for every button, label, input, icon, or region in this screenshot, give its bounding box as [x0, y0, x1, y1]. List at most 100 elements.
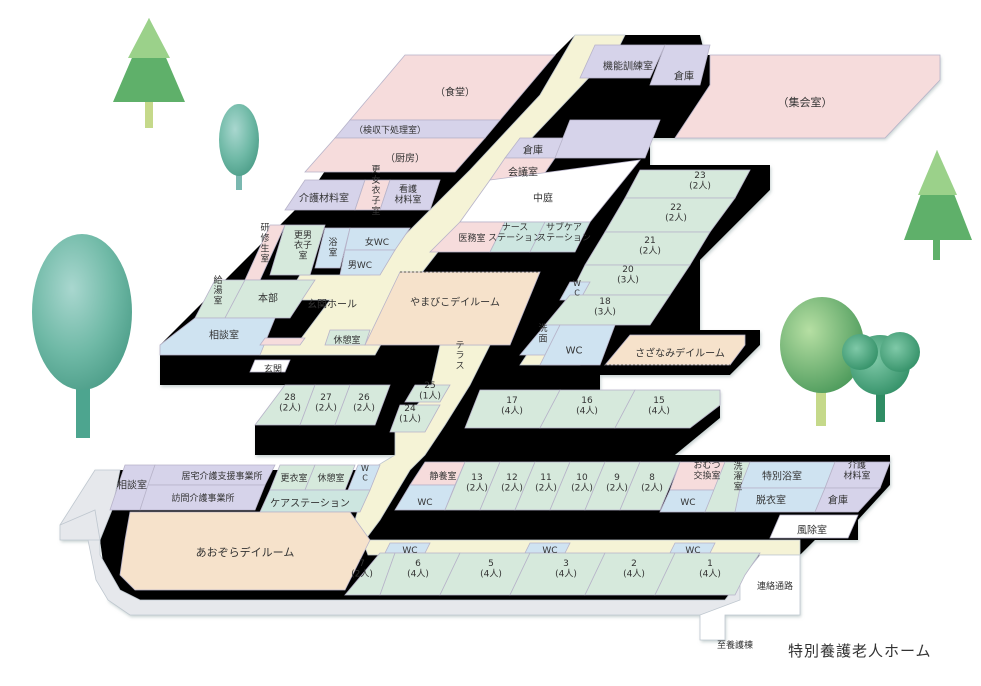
- label-joshi-koui: 更女衣子室: [371, 165, 380, 217]
- label-aozora: あおぞらデイルーム: [196, 545, 295, 559]
- label-sub-care: サブケアステーション: [537, 221, 591, 243]
- label-shokudo: （食堂）: [435, 86, 475, 99]
- label-nurse-station: ナースステーション: [488, 222, 542, 243]
- room-1: [654, 552, 761, 596]
- room-labels: （食堂）機能訓練室倉庫（集会室）（検収下処理室）（厨房）倉庫会議室中庭介護材料室…: [117, 60, 871, 652]
- label-r10: 10(2人): [571, 473, 593, 493]
- room-storage-top: [649, 44, 711, 86]
- room-bath: [314, 227, 351, 269]
- tree-oval-small: [219, 104, 259, 190]
- tree-oval-large: [32, 234, 132, 438]
- label-r20: 20(3人): [617, 265, 639, 285]
- label-r1: 1(4人): [699, 559, 721, 579]
- label-honbu: 本部: [258, 292, 278, 305]
- label-shukai: （集会室）: [778, 95, 833, 109]
- room-sazanami: [604, 334, 746, 366]
- label-kensyu-shori: （検収下処理室）: [354, 124, 426, 136]
- label-r16: 16(4人): [576, 396, 598, 416]
- label-souko-mid: 倉庫: [523, 144, 543, 157]
- corridor-south-white: [59, 509, 101, 541]
- label-r27: 27(2人): [315, 393, 337, 413]
- tree-cluster-right: [842, 332, 920, 422]
- corridor-central: [354, 344, 801, 556]
- label-care-station: ケアステーション: [270, 498, 350, 510]
- label-r24: 24(1人): [399, 404, 421, 424]
- label-seiyoushitsu: 静養室: [429, 470, 456, 482]
- label-r11: 11(2人): [535, 473, 557, 493]
- label-kyotaku: 居宅介護支援事業所: [181, 470, 262, 482]
- room-18: [544, 294, 671, 326]
- label-shiyougo: 至養護棟: [717, 639, 753, 651]
- map-title: 特別養護老人ホーム: [788, 642, 932, 660]
- label-datsuishitsu: 脱衣室: [756, 494, 786, 507]
- label-r28: 28(2人): [279, 393, 301, 413]
- label-kyukeishitsu-bot: 休憩室: [317, 472, 344, 484]
- label-genkan-hall: 玄関ホール: [307, 298, 357, 311]
- label-wc-b3: WC: [685, 546, 700, 556]
- label-r23: 23(2人): [689, 171, 711, 191]
- label-r21: 21(2人): [639, 236, 661, 256]
- label-kaigishitsu: 会議室: [508, 166, 538, 179]
- label-r25: 25(1人): [419, 381, 441, 401]
- label-wc-b1: WC: [402, 546, 417, 556]
- label-wc-bot1: WC: [417, 498, 432, 508]
- label-nakaniwa: 中庭: [533, 192, 553, 205]
- label-r15: 15(4人): [648, 396, 670, 416]
- label-yamabiko: やまびこデイルーム: [410, 296, 500, 309]
- room-25: [404, 384, 451, 403]
- room-15: [614, 389, 721, 429]
- label-kyukeishitsu-top: 休憩室: [333, 334, 360, 346]
- label-r22: 22(2人): [665, 203, 687, 223]
- room-assembly: [674, 54, 941, 139]
- label-renraku: 連絡通路: [757, 580, 793, 592]
- label-wc-mid: WC: [566, 346, 583, 357]
- label-r8: 8(2人): [641, 473, 663, 493]
- room-entrance: [249, 359, 291, 373]
- room-entrance-small: [259, 337, 306, 346]
- label-souko-bot: 倉庫: [828, 494, 848, 507]
- room-nursing-supply: [379, 179, 441, 211]
- label-senmen: 洗面: [538, 322, 547, 344]
- room-26: [334, 384, 391, 426]
- label-iryoushitsu: 医務室: [458, 232, 485, 244]
- room-windbreak: [769, 514, 859, 539]
- label-josei-wc: 女WC: [365, 236, 389, 248]
- label-r7: 7(2人): [351, 559, 373, 579]
- room-men-wc: [339, 249, 396, 276]
- room-aozora: [119, 511, 371, 591]
- label-r13: 13(2人): [466, 473, 488, 493]
- label-terrace: テラス: [455, 340, 464, 372]
- room-23: [624, 169, 751, 199]
- label-soudanshitsu-top: 相談室: [209, 329, 239, 342]
- label-yokushitsu: 浴室: [328, 237, 337, 258]
- label-r2: 2(4人): [623, 559, 645, 579]
- label-kaigo-zairyo-bot: 介護材料室: [843, 459, 870, 481]
- room-headquarters: [224, 279, 316, 319]
- connector-path: [699, 554, 801, 641]
- label-r3: 3(4人): [555, 559, 577, 579]
- label-sentakushitsu: 洗濯室: [733, 460, 742, 493]
- label-chubo: （厨房）: [385, 152, 425, 165]
- label-danshi-koui: 更男衣子室: [294, 230, 312, 262]
- label-kango-zairyo: 看護材料室: [394, 183, 421, 205]
- label-kaigo-zairyo: 介護材料室: [299, 192, 349, 205]
- label-r26: 26(2人): [353, 393, 375, 413]
- label-r18: 18(3人): [594, 297, 616, 317]
- room-kitchen: [304, 137, 486, 173]
- room-upper-empty: [554, 119, 661, 159]
- label-souko-top: 倉庫: [674, 70, 694, 83]
- tree-pine-left: [113, 18, 185, 128]
- label-r5: 5(4人): [480, 559, 502, 579]
- label-soudanshitsu-bot: 相談室: [117, 479, 147, 492]
- label-dansei-wc: 男WC: [348, 260, 372, 271]
- room-24: [389, 404, 441, 433]
- label-r9: 9(2人): [606, 473, 628, 493]
- label-houmon: 訪問介護事業所: [171, 492, 234, 504]
- label-kouishitsu: 更衣室: [280, 472, 307, 484]
- room-8: [619, 461, 681, 511]
- room-subcare-station: [529, 221, 591, 253]
- label-tokubetsu-yoku: 特別浴室: [762, 470, 802, 483]
- label-wc-bot2: WC: [680, 498, 695, 508]
- room-storage-bottom: [814, 487, 881, 513]
